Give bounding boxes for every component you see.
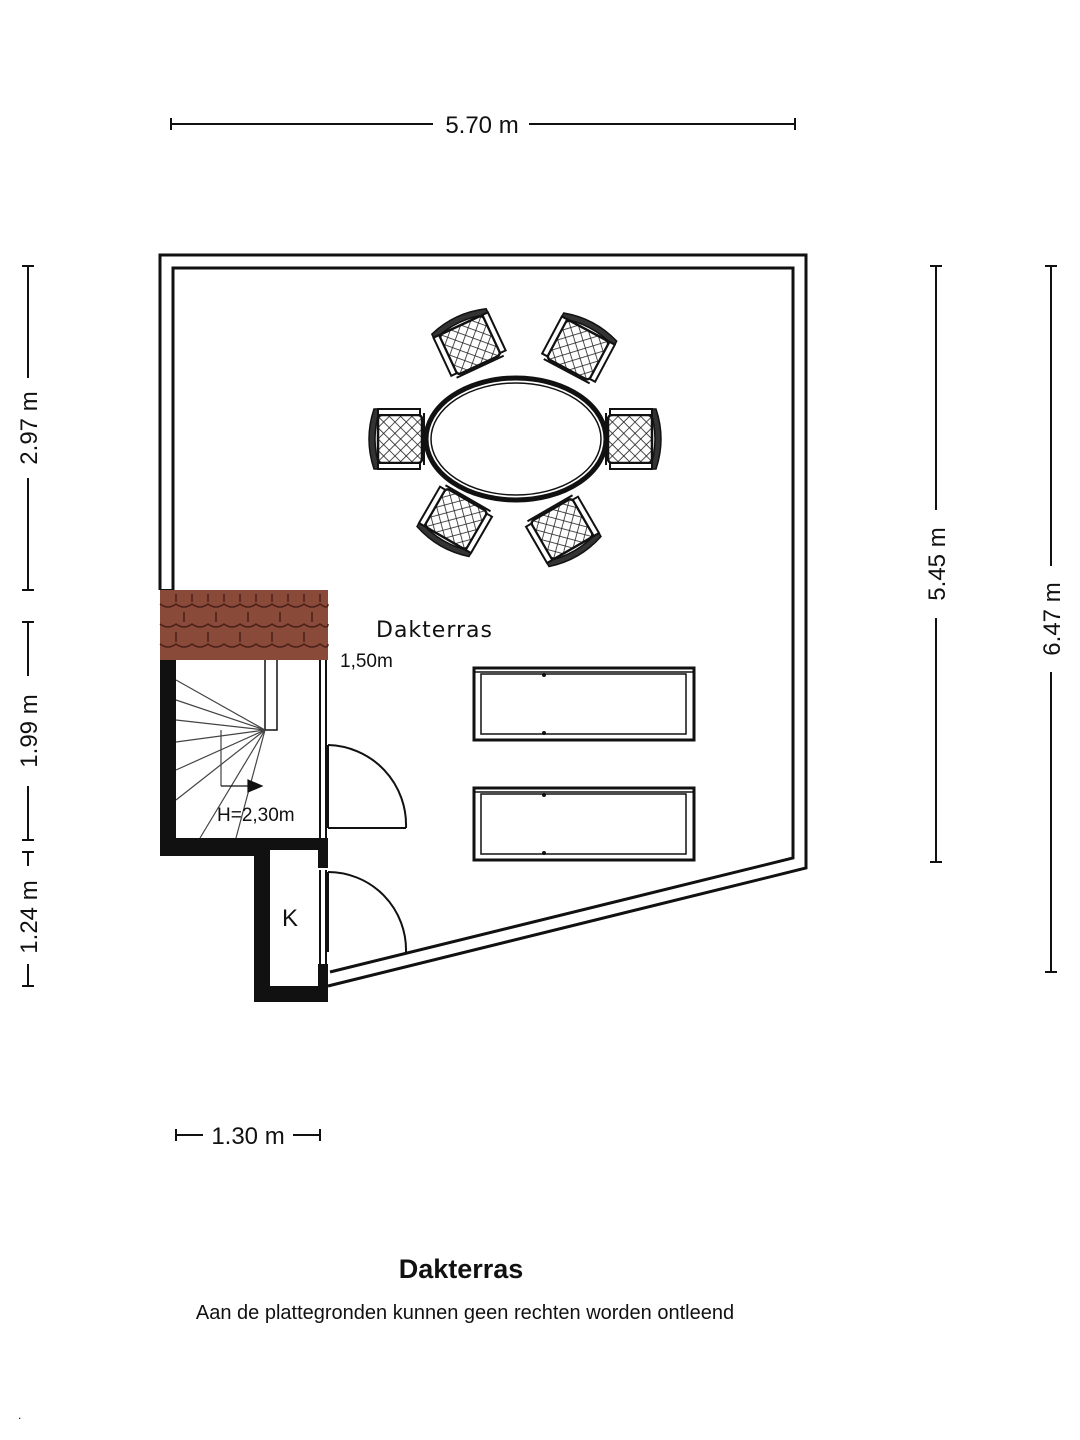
- dimension-right-inner: 5.45 m: [924, 265, 951, 863]
- disclaimer-text: Aan de plattegronden kunnen geen rechten…: [195, 1302, 735, 1324]
- chair: [604, 407, 663, 471]
- dimension-label-left-middle: 1.99 m: [16, 694, 43, 767]
- plan-title: Dakterras: [398, 1254, 524, 1284]
- dimension-label-bottom: 1.30 m: [211, 1123, 284, 1150]
- chair: [522, 491, 605, 573]
- corner-dot: .: [18, 1408, 22, 1422]
- ceiling-height-label: H=2,30m: [217, 805, 295, 826]
- dimension-bottom: 1.30 m: [175, 1123, 321, 1150]
- dimension-label-left-upper: 2.97 m: [16, 391, 43, 464]
- staircase: [175, 660, 278, 839]
- stair-width-label: 1,50m: [340, 651, 393, 672]
- dimension-top: 5.70 m: [170, 112, 796, 139]
- chair: [367, 407, 426, 471]
- dimension-label-right-outer: 6.47 m: [1039, 582, 1066, 655]
- dimension-label-top: 5.70 m: [445, 112, 518, 139]
- chair: [428, 302, 509, 381]
- sun-lounger: [472, 666, 696, 742]
- room-label: Dakterras: [376, 618, 493, 643]
- dimension-label-right-inner: 5.45 m: [924, 527, 951, 600]
- closet-label: K: [282, 905, 298, 932]
- dining-table: [423, 375, 609, 503]
- dimension-left: 2.97 m 1.99 m 1.24 m: [16, 265, 43, 987]
- sun-lounger: [472, 786, 696, 862]
- roof-tiles: [159, 590, 329, 660]
- door-closet[interactable]: [327, 871, 408, 953]
- dimension-right-outer: 6.47 m: [1039, 265, 1066, 973]
- chair: [538, 307, 621, 387]
- dimension-label-left-lower: 1.24 m: [16, 880, 43, 953]
- stair-housing-walls: [160, 660, 328, 1002]
- door-upper[interactable]: [327, 744, 408, 829]
